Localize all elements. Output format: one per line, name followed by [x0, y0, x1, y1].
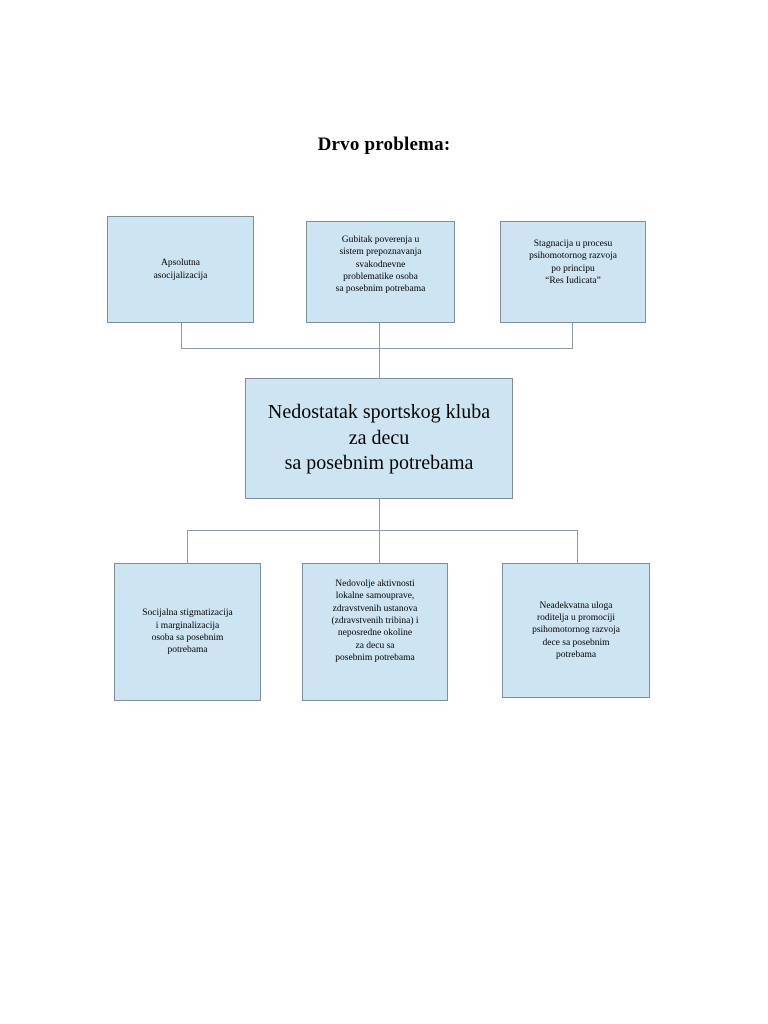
- node-core-problem[interactable]: Nedostatak sportskog kluba za decu sa po…: [245, 378, 513, 499]
- connector-cause-3-stub: [577, 530, 578, 563]
- node-cause-1-label: Socijalna stigmatizacija i marginalizaci…: [142, 608, 233, 656]
- connector-effects-bus: [181, 348, 573, 349]
- connector-effect-3-stub: [572, 323, 573, 349]
- node-effect-gubitak-poverenja[interactable]: Gubitak poverenja u sistem prepoznavanja…: [306, 221, 455, 323]
- node-effect-2-label: Gubitak poverenja u sistem prepoznavanja…: [335, 235, 426, 295]
- node-cause-3-label: Neadekvatna uloga roditelja u promociji …: [532, 600, 620, 661]
- connector-effect-2-stub: [379, 323, 380, 378]
- page-title: Drvo problema:: [317, 134, 451, 155]
- node-effect-3-label: Stagnacija u procesu psihomotornog razvo…: [529, 239, 617, 287]
- node-cause-2-label: Nedovolje aktivnosti lokalne samouprave,…: [331, 579, 419, 664]
- node-core-problem-label: Nedostatak sportskog kluba za decu sa po…: [267, 401, 491, 475]
- connector-causes-bus: [187, 530, 578, 531]
- node-cause-nedovolje-aktivnosti[interactable]: Nedovolje aktivnosti lokalne samouprave,…: [302, 563, 448, 701]
- node-effect-apsolutna-asocijalizacija[interactable]: Apsolutna asocijalizacija: [107, 216, 254, 323]
- node-effect-stagnacija-u-procesu[interactable]: Stagnacija u procesu psihomotornog razvo…: [500, 221, 646, 323]
- node-effect-1-label: Apsolutna asocijalizacija: [153, 258, 208, 281]
- connector-effect-1-stub: [181, 323, 182, 349]
- connector-core-to-causes-stem: [379, 499, 380, 563]
- node-cause-socijalna-stigmatizacija[interactable]: Socijalna stigmatizacija i marginalizaci…: [114, 563, 261, 701]
- connector-cause-1-stub: [187, 530, 188, 563]
- node-cause-neadekvatna-uloga-roditelja[interactable]: Neadekvatna uloga roditelja u promociji …: [502, 563, 650, 698]
